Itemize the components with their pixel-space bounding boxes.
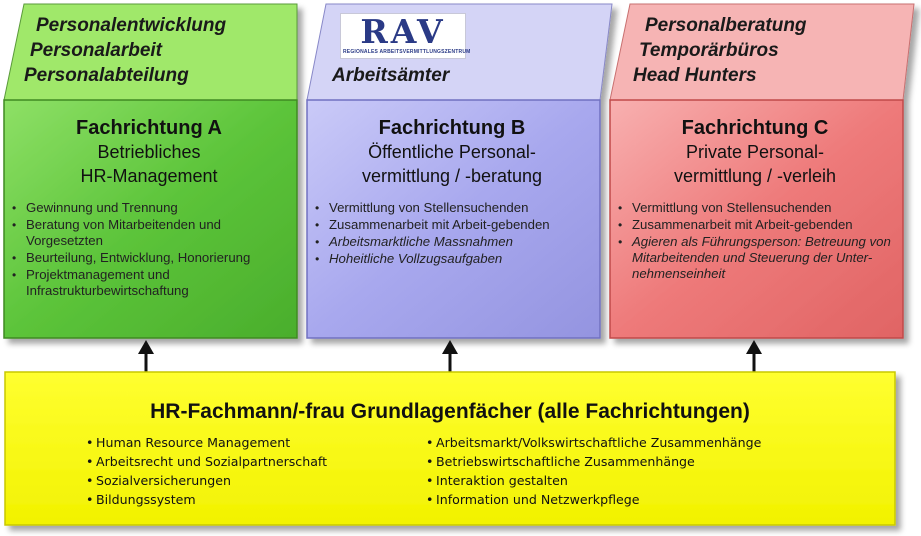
base-list-right: Arbeitsmarkt/Volkswirtschaftliche Zusamm… (426, 433, 761, 509)
list-item: Vermittlung von Stellensuchenden (315, 200, 589, 216)
list-item: Zusammenarbeit mit Arbeit-gebenden (618, 217, 892, 233)
column-a-top-line-1: Personalentwicklung (36, 15, 227, 36)
list-item: Beurteilung, Entwicklung, Honorierung (12, 250, 286, 266)
up-arrow-b (442, 340, 458, 372)
list-item: Arbeitsmarkt/Volkswirtschaftliche Zusamm… (426, 433, 761, 452)
column-c-subtitle-2: vermittlung / -verleih (673, 166, 837, 186)
column-b-bullets: Vermittlung von Stellensuchenden Zusamme… (307, 200, 597, 267)
column-c-bullets: Vermittlung von Stellensuchenden Zusamme… (610, 200, 900, 282)
up-arrows (138, 340, 762, 372)
list-item: Human Resource Management (86, 433, 327, 452)
column-a-content: Fachrichtung A Betriebliches HR-Manageme… (4, 100, 294, 300)
column-a-subtitle-1: Betriebliches (97, 142, 201, 162)
rav-logo: RAV REGIONALES ARBEITSVERMITTLUNGSZENTRU… (340, 12, 471, 59)
column-a-subtitle-2: HR-Management (80, 166, 218, 186)
rav-logo-subtitle: REGIONALES ARBEITSVERMITTLUNGSZENTRUM (343, 49, 471, 55)
list-item: Agieren als Führungsperson: Betreuung vo… (618, 234, 892, 282)
list-item: Arbeitsrecht und Sozialpartnerschaft (86, 452, 327, 471)
column-b-subtitle-2: vermittlung / -beratung (361, 166, 543, 186)
column-a-bullets: Gewinnung und Trennung Beratung von Mita… (4, 200, 294, 299)
list-item: Interaktion gestalten (426, 471, 761, 490)
list-item: Hoheitliche Vollzugsaufgaben (315, 251, 589, 267)
list-item: Information und Netzwerkpflege (426, 490, 761, 509)
column-b-content: Fachrichtung B Öffentliche Personal- ver… (307, 100, 597, 268)
column-c-top-line-1: Personalberatung (645, 15, 807, 36)
column-b-top-line-1: Arbeitsämter (332, 65, 450, 86)
column-c-top-line-3: Head Hunters (633, 65, 757, 86)
rav-logo-word: RAV (360, 12, 446, 51)
column-a-top-line-3: Personalabteilung (24, 65, 189, 86)
list-item: Arbeitsmarktliche Massnahmen (315, 234, 589, 250)
list-item: Projektmanagement und Infrastrukturbewir… (12, 267, 286, 299)
list-item: Bildungssystem (86, 490, 327, 509)
column-c-top-line-2: Temporärbüros (639, 40, 779, 61)
up-arrow-c (746, 340, 762, 372)
list-item: Betriebswirtschaftliche Zusammenhänge (426, 452, 761, 471)
list-item: Gewinnung und Trennung (12, 200, 286, 216)
column-c-subtitle-1: Private Personal- (685, 142, 825, 162)
list-item: Zusammenarbeit mit Arbeit-gebenden (315, 217, 589, 233)
column-a-title: Fachrichtung A (76, 117, 222, 139)
list-item: Vermittlung von Stellensuchenden (618, 200, 892, 216)
column-c-content: Fachrichtung C Private Personal- vermitt… (610, 100, 900, 283)
column-b-title: Fachrichtung B (378, 117, 526, 139)
base-title: HR-Fachmann/-frau Grundlagenfächer (alle… (150, 400, 750, 423)
column-c-title: Fachrichtung C (681, 117, 829, 139)
column-b-subtitle-1: Öffentliche Personal- (368, 142, 536, 162)
column-a-top-line-2: Personalarbeit (30, 40, 162, 61)
list-item: Beratung von Mitarbeitenden und Vorgeset… (12, 217, 286, 249)
base-list-left: Human Resource Management Arbeitsrecht u… (86, 433, 327, 509)
up-arrow-a (138, 340, 154, 372)
list-item: Sozialversicherungen (86, 471, 327, 490)
